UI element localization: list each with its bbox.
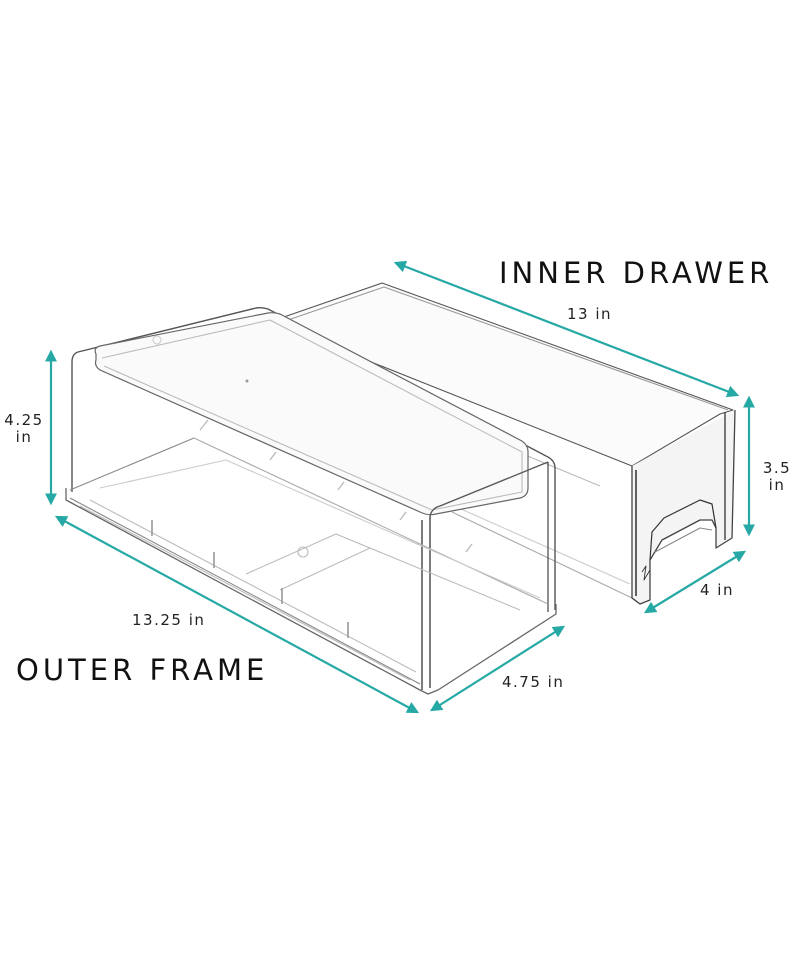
outer-frame-title: OUTER FRAME xyxy=(16,653,269,687)
inner-height-unit: in xyxy=(768,476,786,495)
outer-height-value: 4.25 xyxy=(4,411,44,429)
outer-width-label: 4.75 in xyxy=(502,673,565,691)
dimension-arrows xyxy=(44,260,756,714)
inner-length-label: 13 in xyxy=(567,305,613,323)
inner-drawer-title: INNER DRAWER xyxy=(499,256,774,290)
outer-height-label: 4.25 in xyxy=(4,411,44,447)
inner-height-label: 3.5 in xyxy=(760,459,794,495)
inner-width-label: 4 in xyxy=(700,581,734,599)
outer-length-label: 13.25 in xyxy=(132,611,206,629)
inner-width-arrow xyxy=(643,550,747,614)
inner-length-arrow xyxy=(393,260,740,398)
outer-length-arrow xyxy=(54,515,420,714)
outer-width-arrow xyxy=(429,625,566,712)
inner-height-value: 3.5 xyxy=(762,459,792,477)
outer-height-unit: in xyxy=(15,428,33,447)
